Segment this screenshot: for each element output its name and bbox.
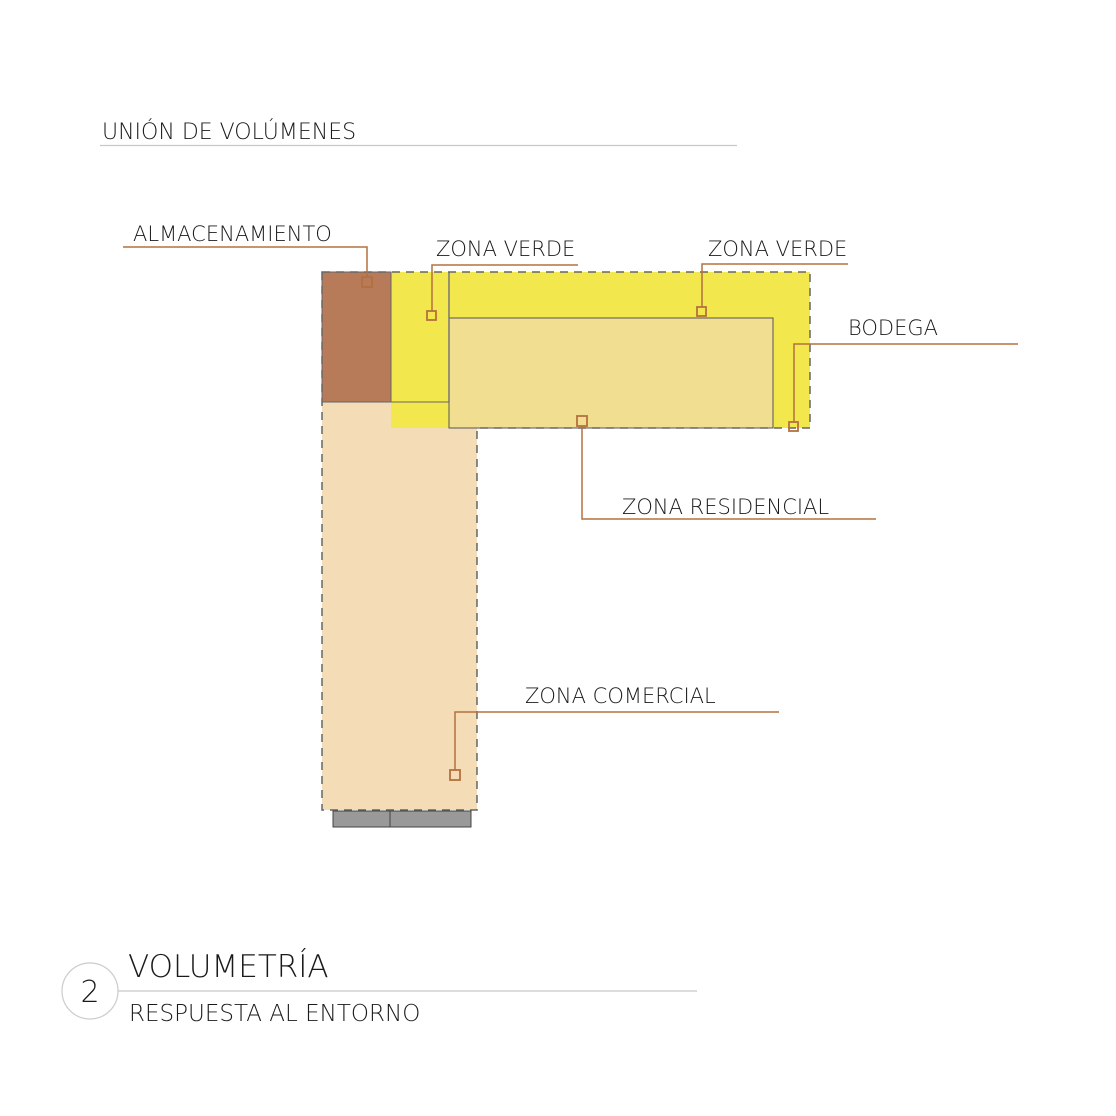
residential-callout: ZONA RESIDENCIAL <box>576 415 876 520</box>
figure-title: VOLUMETRÍA <box>128 949 329 985</box>
entrance-base <box>332 810 472 828</box>
green-zone-callout-1: ZONA VERDE <box>426 237 578 321</box>
marker-icon <box>449 769 461 781</box>
commercial-zone-volume <box>322 402 477 810</box>
green-zone-label: ZONA VERDE <box>436 237 575 261</box>
marker-icon <box>788 421 799 432</box>
residential-label: ZONA RESIDENCIAL <box>622 495 829 519</box>
marker-icon <box>361 276 373 288</box>
residential-zone-volume <box>448 317 774 429</box>
green-zone-callout-2: ZONA VERDE <box>696 237 848 317</box>
green-zone-label: ZONA VERDE <box>708 237 847 261</box>
warehouse-callout: BODEGA <box>788 316 1018 432</box>
warehouse-label: BODEGA <box>848 316 938 340</box>
marker-icon <box>696 306 707 317</box>
storage-callout: ALMACENAMIENTO <box>123 222 373 288</box>
commercial-label: ZONA COMERCIAL <box>525 684 716 708</box>
commercial-callout: ZONA COMERCIAL <box>449 684 779 781</box>
section-title: UNIÓN DE VOLÚMENES <box>102 119 356 145</box>
figure-subtitle: RESPUESTA AL ENTORNO <box>129 1001 420 1027</box>
site-outline <box>321 271 811 811</box>
marker-icon <box>426 310 437 321</box>
storage-label: ALMACENAMIENTO <box>133 222 332 246</box>
marker-icon <box>576 415 588 427</box>
figure-number: 2 <box>80 975 99 1010</box>
storage-volume <box>321 271 392 403</box>
